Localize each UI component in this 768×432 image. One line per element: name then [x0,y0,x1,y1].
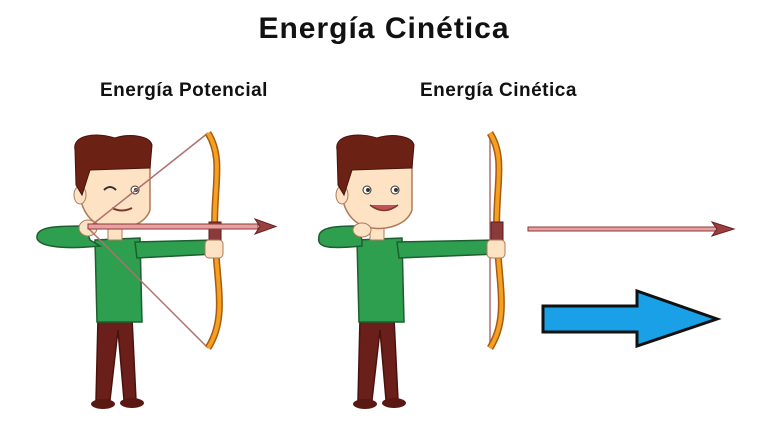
archer-drawing-bow [36,131,278,410]
motion-arrow-icon [541,288,722,349]
flying-arrow [527,221,736,237]
label-kinetic-energy: Energía Cinética [420,80,577,101]
archer-released [317,131,506,410]
label-potential-energy: Energía Potencial [100,80,268,101]
main-title: Energía Cinética [258,12,510,45]
